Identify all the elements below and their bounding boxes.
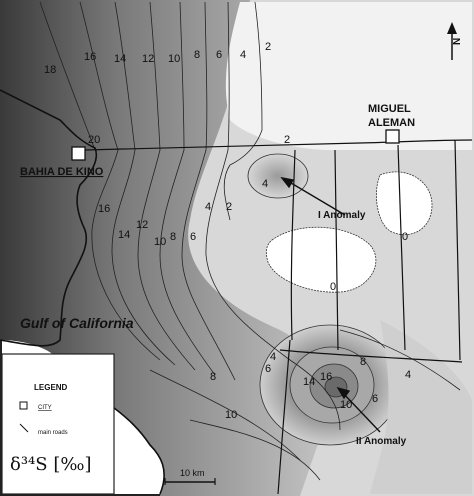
contour-label-4-south: 4	[270, 351, 276, 363]
contour-label-12-north: 12	[142, 53, 154, 65]
contour-label-20: 20	[88, 134, 100, 146]
contour-label-16-west: 16	[98, 203, 110, 215]
contour-label-6-south: 6	[265, 363, 271, 375]
miguel-label-line2: ALEMAN	[368, 117, 415, 129]
scale-label: 10 km	[180, 468, 205, 478]
road-southeast	[279, 349, 463, 363]
contour-label-8-west: 8	[170, 231, 176, 243]
contour-label-6-west: 6	[190, 231, 196, 243]
contour-label-4-north: 4	[240, 49, 246, 61]
contour-label-4-anomaly: 4	[262, 178, 268, 190]
contour-label-10-anomaly: 10	[340, 399, 352, 411]
zero-contour-lobe-north	[376, 171, 433, 236]
legend-isotope-label: δ³⁴S [‰]	[10, 454, 92, 475]
anomaly-two-label: II Anomaly	[356, 436, 407, 447]
road-east-west	[84, 139, 473, 151]
contour-label-14-west: 14	[118, 229, 130, 241]
contour-labels: 18 16 14 12 10 8 6 4 2 20 2 4 16 14 12 1…	[44, 41, 411, 421]
contour-label-6-north: 6	[216, 49, 222, 61]
road-south-1	[277, 339, 291, 495]
contour-label-2-road: 2	[284, 134, 290, 146]
bahia-de-kino-label: BAHIA DE KINO	[20, 166, 104, 178]
bahia-city-marker	[71, 146, 86, 161]
contour-label-18-west: 18	[44, 64, 56, 76]
contour-label-0-south: 0	[330, 281, 336, 293]
miguel-label-line1: MIGUEL	[368, 103, 411, 115]
contour-label-6-anomaly: 6	[372, 393, 378, 405]
contour-lines	[39, 1, 461, 481]
legend-road-label: main roads	[38, 430, 68, 436]
contour-label-8-southwest: 8	[210, 371, 216, 383]
contour-label-14-anomaly: 14	[303, 376, 315, 388]
main-roads	[84, 139, 473, 495]
contour-label-4-southeast: 4	[405, 369, 411, 381]
road-north-south-1	[290, 149, 296, 341]
legend-city-icon	[19, 401, 28, 410]
contour-label-10-southwest: 10	[225, 409, 237, 421]
contour-label-8-north: 8	[194, 49, 200, 61]
contour-label-16-north: 16	[84, 51, 96, 63]
gulf-of-california-label: Gulf of California	[20, 315, 134, 331]
anomaly-one-label: I Anomaly	[318, 210, 366, 221]
north-arrow-icon: N	[447, 22, 463, 60]
miguel-city-marker	[385, 129, 400, 144]
contour-label-12-west: 12	[136, 219, 148, 231]
contour-label-2-north: 2	[265, 41, 271, 53]
scale-bar: 10 km	[164, 468, 216, 485]
contour-label-4-west: 4	[205, 201, 211, 213]
contour-label-10-west: 10	[154, 236, 166, 248]
contour-label-14-north: 14	[114, 53, 126, 65]
anomaly-arrows	[280, 176, 381, 433]
north-label: N	[452, 38, 463, 45]
contour-label-0-north: 0	[402, 231, 408, 243]
road-north-south-2	[334, 149, 339, 351]
contour-label-2-west: 2	[226, 201, 232, 213]
legend-title: LEGEND	[34, 383, 68, 392]
road-north-south-3	[397, 144, 406, 351]
contour-label-10-north: 10	[168, 53, 180, 65]
legend-city-label: CITY	[38, 405, 52, 411]
zero-contour-lobe-south	[265, 226, 377, 293]
road-north-south-4	[454, 139, 461, 361]
contour-label-8-southeast: 8	[360, 356, 366, 368]
legend-road-icon	[19, 423, 29, 433]
anomaly-one-zone	[247, 153, 309, 199]
contour-label-16-anomaly: 16	[320, 371, 332, 383]
legend: LEGEND CITY main roads δ³⁴S [‰]	[1, 353, 115, 495]
place-labels: BAHIA DE KINO MIGUEL ALEMAN	[20, 103, 415, 178]
